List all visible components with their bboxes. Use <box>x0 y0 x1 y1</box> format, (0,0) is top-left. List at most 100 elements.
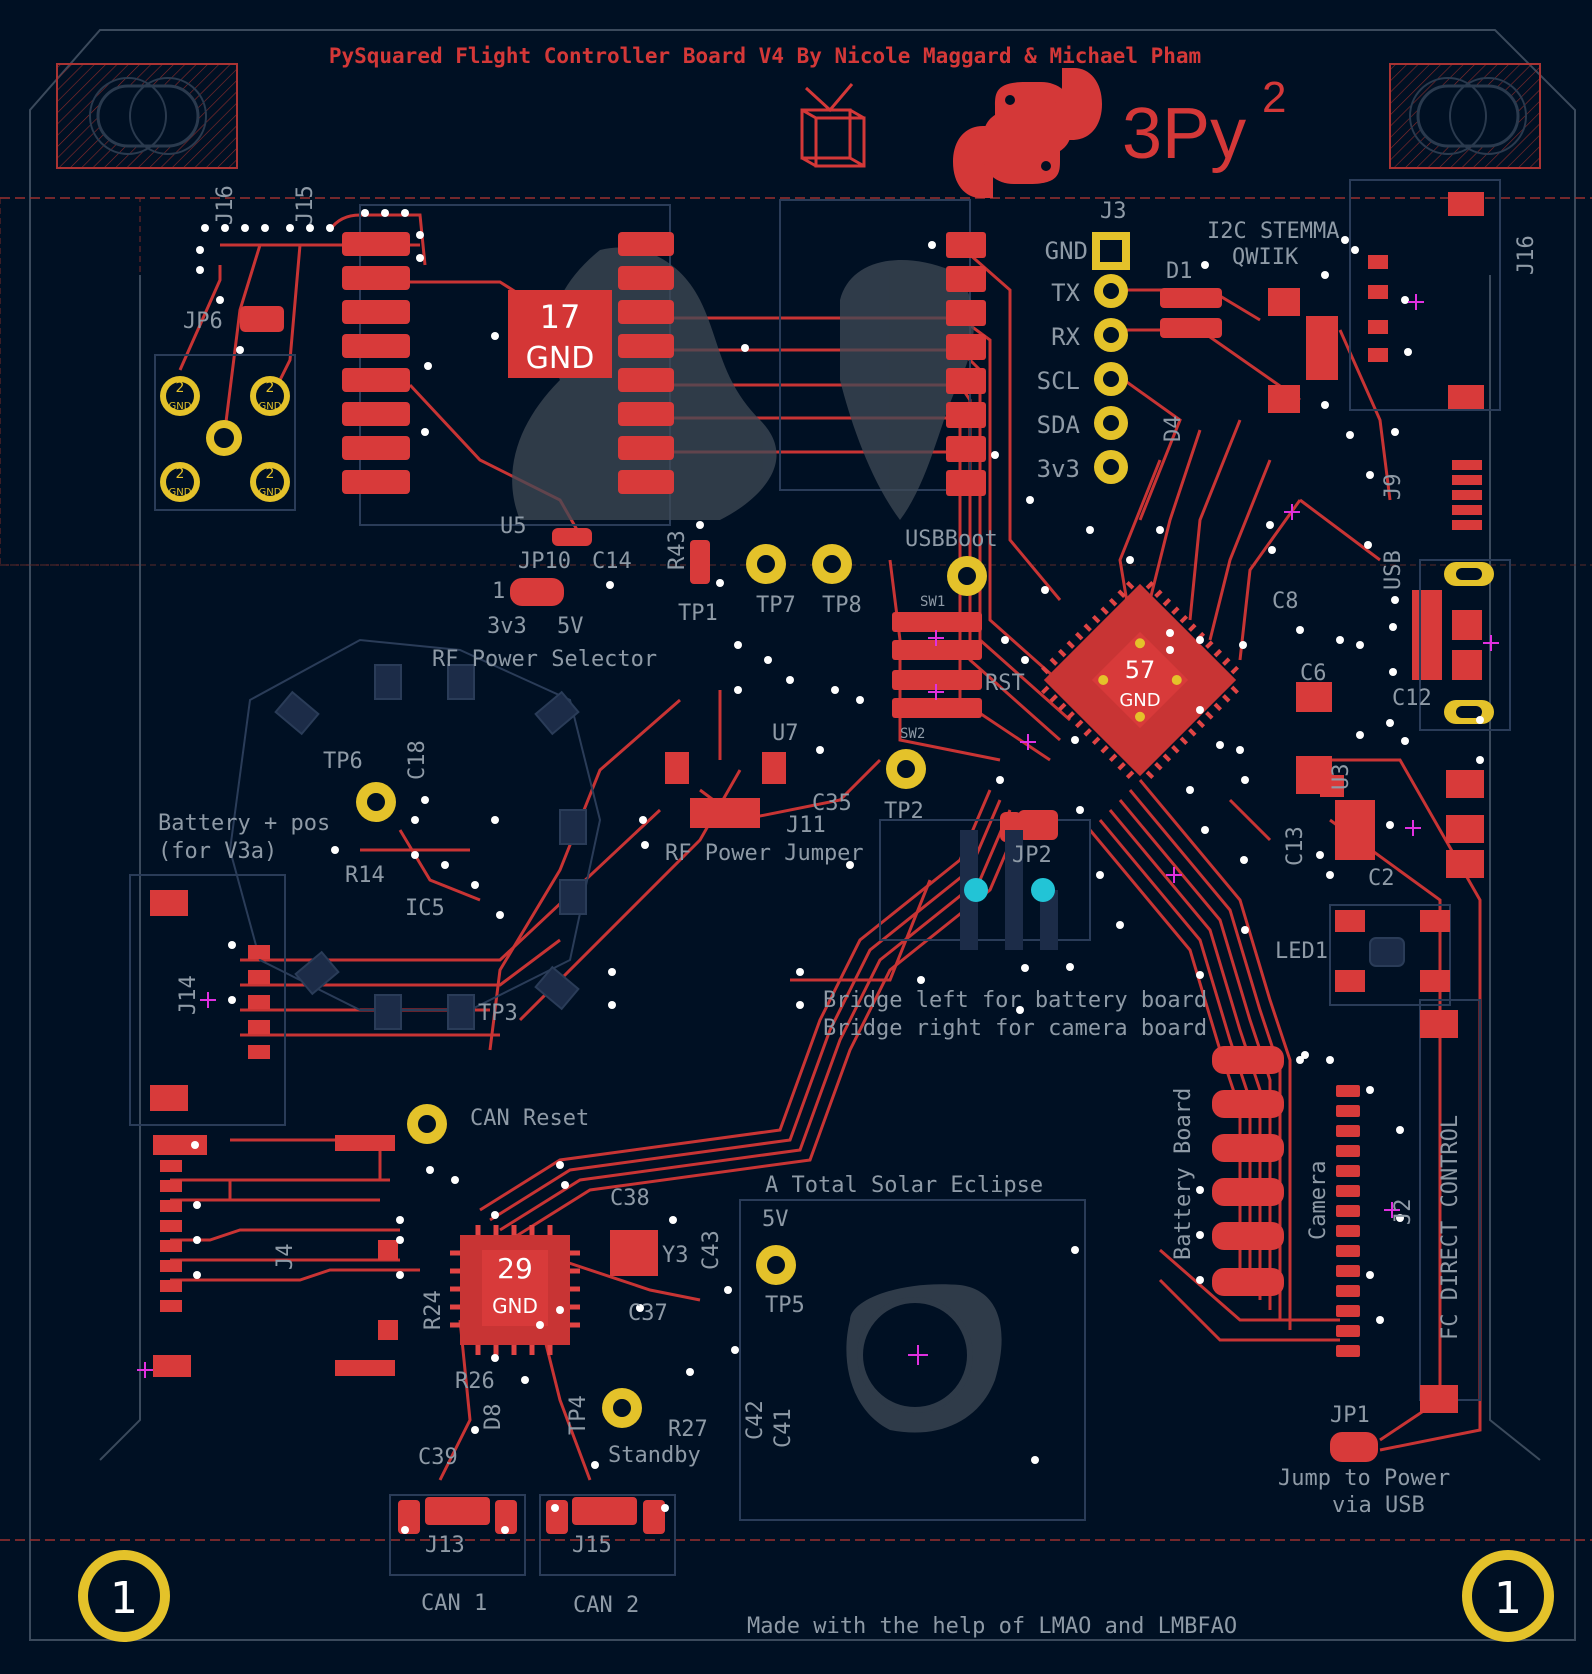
u5-ref: U5 <box>500 514 527 539</box>
mounting-hole-left-label: 1 <box>110 1573 138 1624</box>
label-j14: J14 <box>176 975 201 1015</box>
label-r26: R26 <box>455 1369 495 1394</box>
label-rst: RST <box>985 671 1025 696</box>
sma-pin-label: 2 <box>176 466 185 482</box>
label-c13: C13 <box>1283 826 1308 866</box>
logo-superscript: 2 <box>1262 73 1286 122</box>
rf-module-u5 <box>342 232 674 494</box>
can-controller-chip <box>450 1225 580 1355</box>
mcu-pad-number: 57 <box>1125 656 1156 684</box>
mounting-slot-left <box>56 63 238 169</box>
label-c43: C43 <box>699 1230 724 1270</box>
label-r27: R27 <box>668 1417 708 1442</box>
can-pad-net: GND <box>492 1294 538 1318</box>
label-c6: C6 <box>1300 661 1327 686</box>
connector-pads-mid <box>946 232 986 496</box>
sma-pin-label: 2 <box>176 380 185 396</box>
label-i2c-stemma: I2C STEMMA <box>1207 219 1339 244</box>
label-d8: D8 <box>481 1404 506 1431</box>
label-c12: C12 <box>1392 686 1432 711</box>
j3-header <box>1092 232 1130 484</box>
label-jump-to-power: Jump to Power <box>1278 1466 1450 1491</box>
j3-pin-scl: SCL <box>1037 367 1080 395</box>
label-c39: C39 <box>418 1445 458 1470</box>
label-c2: C2 <box>1368 866 1395 891</box>
mounting-hole-right-label: 1 <box>1494 1573 1522 1624</box>
label-u3: U3 <box>1329 764 1354 791</box>
label-c18: C18 <box>405 740 430 780</box>
silkscreen-labels: I2C STEMMA QWIIK D1 D4 USBBoot SW1 RST S… <box>158 185 1539 1639</box>
board-title: PySquared Flight Controller Board V4 By … <box>329 44 1201 68</box>
label-5v: 5V <box>557 614 584 639</box>
label-battery-board: Battery Board <box>1171 1088 1196 1260</box>
placement-markers <box>137 294 1499 1378</box>
j2-connector-pads <box>1336 1085 1360 1357</box>
u5-pad-number: 17 <box>540 298 581 336</box>
label-fc-direct-control: FC DIRECT CONTROL <box>1438 1115 1463 1340</box>
label-c42: C42 <box>743 1400 768 1440</box>
label-camera: Camera <box>1306 1161 1331 1240</box>
label-r43: R43 <box>665 530 690 570</box>
j4-connector-pads <box>160 1160 182 1312</box>
label-tp3: TP3 <box>478 1001 518 1026</box>
j14-connector-pads <box>248 945 270 1059</box>
mounting-slot-right <box>1389 63 1541 169</box>
label-jp2: JP2 <box>1012 843 1052 868</box>
mounting-hole-left <box>78 1550 170 1642</box>
label-sw1: SW1 <box>920 594 945 610</box>
sma-pin-label: 2 <box>266 466 275 482</box>
label-j15: J15 <box>572 1533 612 1558</box>
label-c35: C35 <box>812 791 852 816</box>
label-3v3: 3v3 <box>487 614 527 639</box>
label-d1: D1 <box>1166 259 1193 284</box>
label-d4: D4 <box>1161 416 1186 443</box>
label-can2: CAN 2 <box>573 1593 639 1618</box>
sma-gnd-label: GND <box>169 487 192 498</box>
label-usb: USB <box>1381 550 1406 590</box>
label-tp4: TP4 <box>566 1395 591 1435</box>
j3-pin-tx: TX <box>1051 279 1080 307</box>
label-one: 1 <box>492 579 505 604</box>
label-j15-top: J15 <box>293 185 318 225</box>
u5-pad-net: GND <box>526 341 595 376</box>
smd-components <box>150 192 1484 1534</box>
label-jp10: JP10 <box>518 549 571 574</box>
label-j16: J16 <box>1514 235 1539 275</box>
label-sw2: SW2 <box>900 726 925 742</box>
label-can-reset: CAN Reset <box>470 1106 589 1131</box>
label-rf-power-jumper: RF Power Jumper <box>665 841 864 866</box>
label-j2: J2 <box>1391 1199 1416 1226</box>
j3-pin-rx: RX <box>1051 323 1080 351</box>
label-for-v3a: (for V3a) <box>158 839 277 864</box>
label-qwiik: QWIIK <box>1232 245 1299 270</box>
label-bridge-left: Bridge left for battery board <box>823 988 1207 1013</box>
label-tp5: TP5 <box>765 1293 805 1318</box>
label-tp5-5v: 5V <box>762 1207 789 1232</box>
j3-pin-3v3: 3v3 <box>1037 455 1080 483</box>
board-outline <box>0 29 1592 1641</box>
mcu-pad-net: GND <box>1119 690 1160 711</box>
label-c38: C38 <box>610 1186 650 1211</box>
fab-parts <box>274 664 1405 1030</box>
logo-text: 3Py <box>1122 94 1246 174</box>
label-u7: U7 <box>772 721 799 746</box>
label-tp6: TP6 <box>323 749 363 774</box>
cyan-vias <box>964 878 1055 902</box>
label-tp1: TP1 <box>678 601 718 626</box>
label-j13: J13 <box>425 1533 465 1558</box>
vias <box>191 209 1484 1534</box>
board-credits: Made with the help of LMAO and LMBFAO <box>747 1614 1237 1639</box>
cube-logo-icon <box>800 83 866 168</box>
j3-pin-gnd: GND <box>1045 237 1088 265</box>
label-jp6: JP6 <box>183 309 223 334</box>
mounting-hole-right <box>1462 1550 1554 1642</box>
label-j4: J4 <box>273 1244 298 1271</box>
label-rf-power-selector: RF Power Selector <box>432 647 657 672</box>
label-y3: Y3 <box>662 1243 689 1268</box>
label-j9: J9 <box>1381 474 1406 501</box>
label-via-usb: via USB <box>1332 1493 1425 1518</box>
label-battery-pos: Battery + pos <box>158 811 330 836</box>
j3-pin-sda: SDA <box>1037 411 1081 439</box>
label-tp8: TP8 <box>822 593 862 618</box>
